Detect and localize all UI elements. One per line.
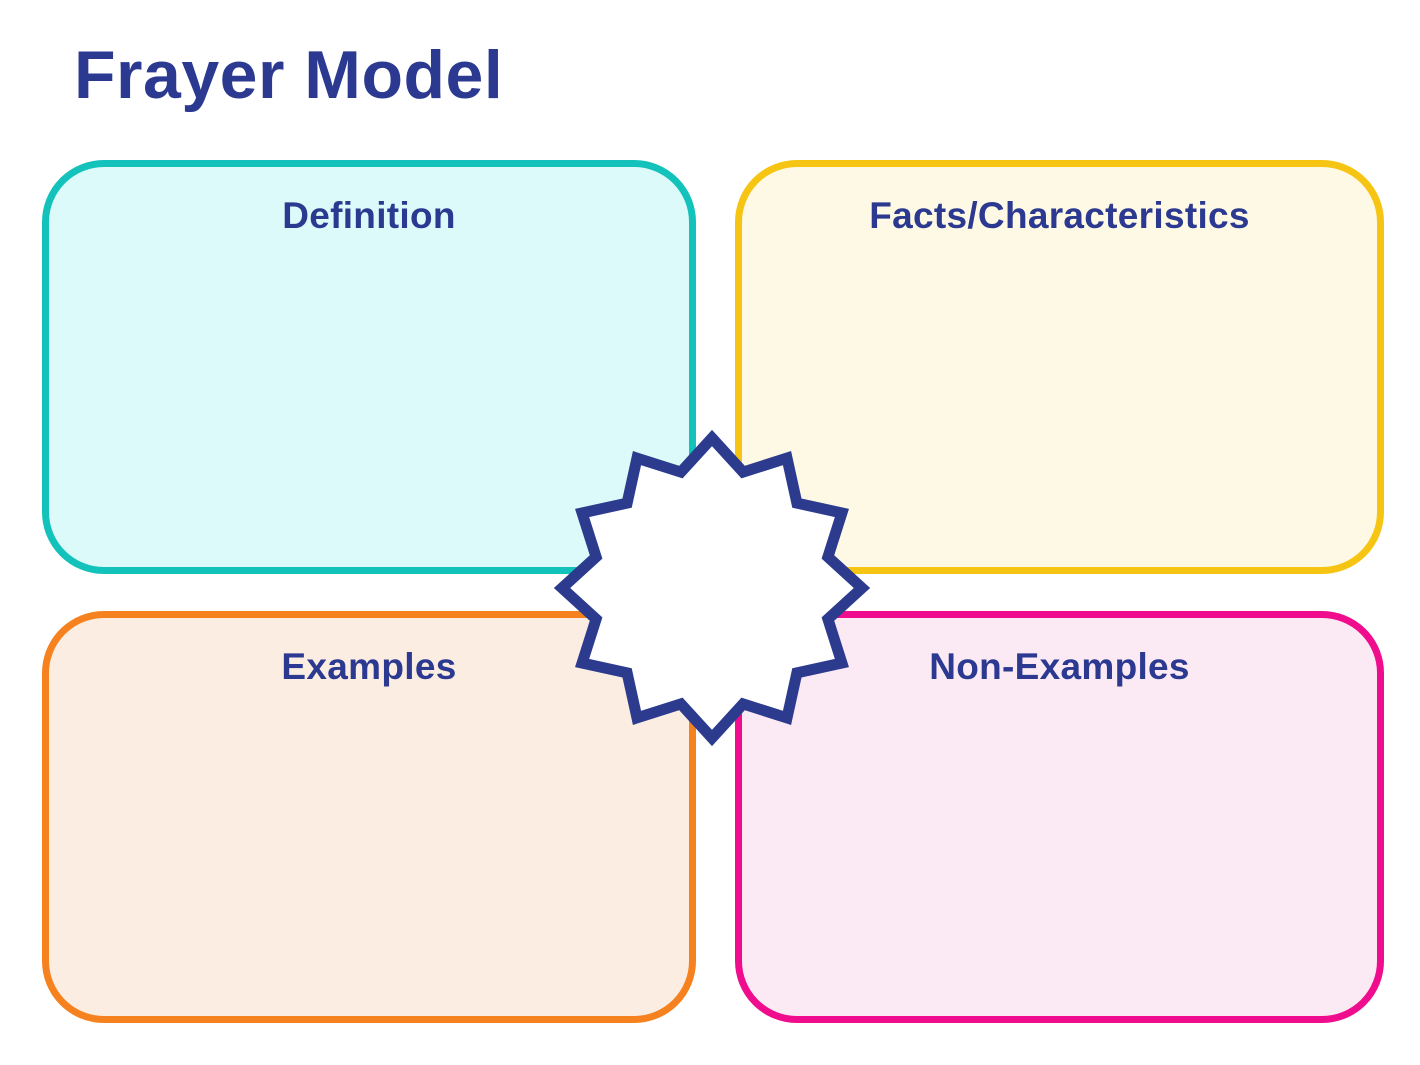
quadrant-definition[interactable]: Definition: [42, 160, 696, 574]
quadrant-definition-label: Definition: [282, 195, 456, 236]
page-title: Frayer Model: [74, 37, 504, 113]
quadrant-examples-label: Examples: [281, 646, 457, 687]
quadrant-facts-characteristics[interactable]: Facts/Characteristics: [735, 160, 1384, 574]
center-term-badge[interactable]: [552, 428, 872, 748]
quadrant-non-examples-label: Non-Examples: [929, 646, 1190, 687]
quadrant-non-examples[interactable]: Non-Examples: [735, 611, 1384, 1023]
quadrant-examples[interactable]: Examples: [42, 611, 696, 1023]
quadrant-facts-characteristics-label: Facts/Characteristics: [869, 195, 1250, 236]
quadrant-examples-writing-area[interactable]: [49, 708, 689, 1016]
quadrant-non-examples-writing-area[interactable]: [742, 708, 1377, 1016]
starburst-icon: [553, 429, 871, 747]
